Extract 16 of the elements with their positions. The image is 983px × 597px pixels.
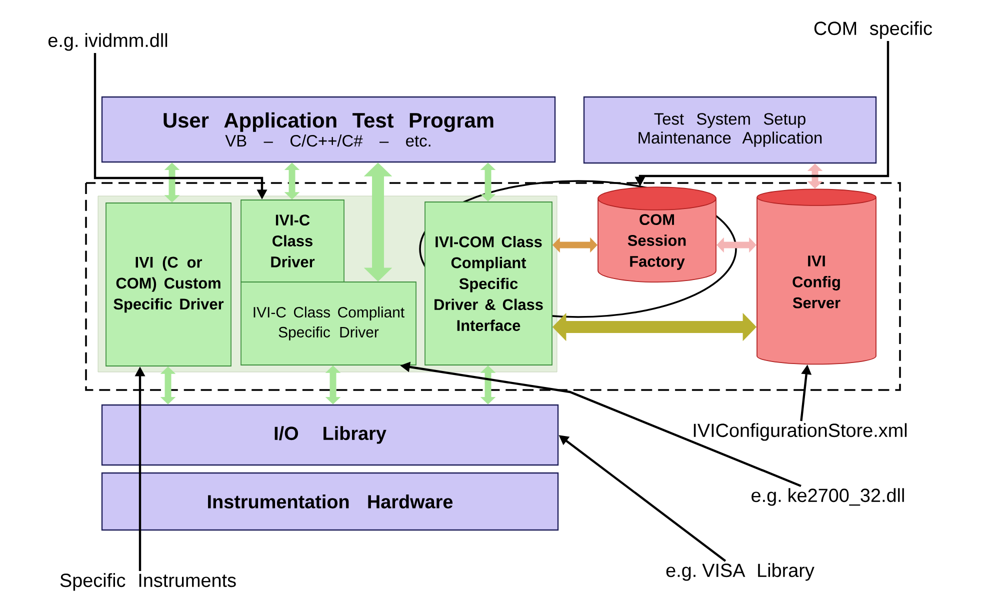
layer-box: Test System Setup Maintenance Application	[583, 96, 877, 164]
driver-box: IVI-COM Class Compliant Specific Driver & Class Interface	[424, 202, 552, 366]
callout-label: e.g. ke2700_32.dll	[752, 488, 904, 506]
database-cylinder: COM Session Factory	[598, 186, 716, 283]
database-cylinder: IVI Config Server	[756, 188, 876, 365]
layer-box: Instrumentation Hardware	[101, 472, 559, 531]
driver-box: IVI (C or COM) Custom Specific Driver	[106, 202, 232, 366]
driver-box: IVI-C Class Driver	[240, 200, 344, 282]
layer-box: I/O Library	[101, 404, 559, 466]
callout-label: IVIConfigurationStore.xml	[694, 423, 907, 441]
callout-label: e.g. VISA Library	[666, 563, 814, 581]
driver-box: IVI-C Class Compliant Specific Driver	[240, 282, 416, 366]
callout-label: e.g. ividmm.dll	[48, 33, 168, 51]
callout-label: COM specific	[814, 21, 932, 39]
layer-box: User Application Test Program VB – C/C++/C# – etc.	[101, 96, 556, 163]
callout-label: Specific Instruments	[60, 573, 236, 591]
